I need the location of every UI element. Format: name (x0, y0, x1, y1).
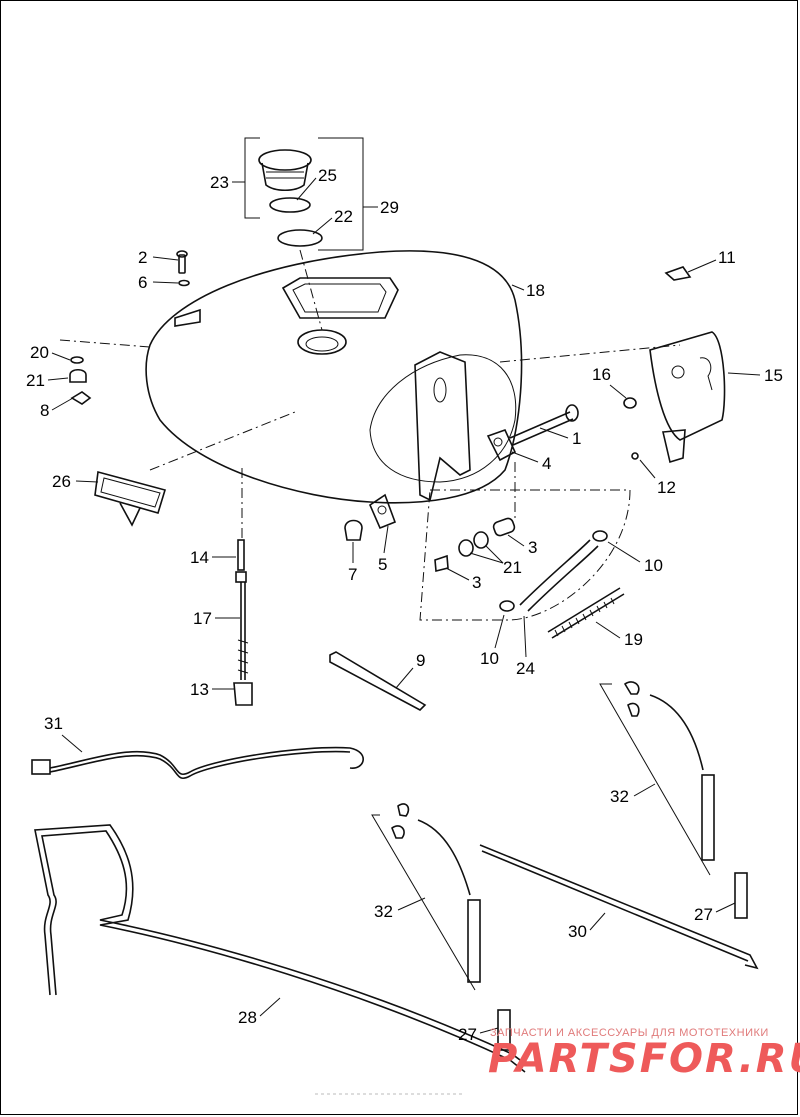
vent-hose (499, 530, 608, 612)
watermark-tagline: ЗАПЧАСТИ И АКСЕССУАРЫ ДЛЯ МОТОТЕХНИКИ (490, 1027, 769, 1039)
callout-11: 11 (718, 248, 736, 267)
watermark: ЗАПЧАСТИ И АКСЕССУАРЫ ДЛЯ МОТОТЕХНИКИ PA… (488, 1027, 800, 1082)
callout-19: 19 (624, 630, 643, 649)
callout-21b: 21 (503, 558, 522, 577)
callout-13: 13 (190, 680, 209, 699)
mount-brackets (344, 429, 517, 541)
grommet-stack (69, 356, 92, 405)
callouts: 2 6 23 25 22 29 18 11 15 16 12 20 21 8 2… (26, 166, 783, 1044)
callout-9: 9 (416, 651, 425, 670)
hose-kit-left (371, 803, 511, 1051)
callout-3a: 3 (528, 538, 537, 557)
fuel-line-right (479, 844, 759, 970)
callout-28: 28 (238, 1008, 257, 1027)
callout-30: 30 (568, 922, 587, 941)
callout-31: 31 (44, 714, 63, 733)
callout-14: 14 (190, 548, 209, 567)
callout-7: 7 (348, 565, 357, 584)
wire-harness (31, 746, 364, 779)
callout-4: 4 (542, 454, 551, 473)
callout-3b: 3 (472, 573, 481, 592)
callout-21a: 21 (26, 371, 45, 390)
tank-emblem (94, 470, 167, 527)
spacers-and-grommets (434, 517, 516, 573)
callout-2: 2 (138, 248, 147, 267)
clip (664, 266, 692, 281)
callout-1: 1 (572, 429, 581, 448)
callout-10b: 10 (480, 649, 499, 668)
fuel-line-long (34, 824, 529, 1073)
watermark-logo: PARTSFOR.RU (488, 1036, 800, 1082)
bolt-and-washer (176, 250, 190, 287)
filler-cap-assembly (244, 137, 364, 331)
fuel-tank (145, 250, 523, 504)
callout-20: 20 (30, 343, 49, 362)
callout-25: 25 (318, 166, 337, 185)
mount-bolt (509, 404, 579, 446)
callout-29: 29 (380, 198, 399, 217)
callout-17: 17 (193, 609, 212, 628)
callout-22: 22 (334, 207, 353, 226)
fuel-sender (233, 539, 253, 706)
callout-12: 12 (657, 478, 676, 497)
callout-5: 5 (378, 555, 387, 574)
callout-23: 23 (210, 173, 229, 192)
callout-6: 6 (138, 273, 147, 292)
callout-32a: 32 (610, 787, 629, 806)
hose-kit-right (599, 681, 748, 919)
heat-shield (623, 331, 726, 464)
callout-24: 24 (516, 659, 535, 678)
callout-26: 26 (52, 472, 71, 491)
callout-16: 16 (592, 365, 611, 384)
callout-32b: 32 (374, 902, 393, 921)
assembly-lines (59, 339, 681, 621)
callout-18: 18 (526, 281, 545, 300)
callout-10a: 10 (644, 556, 663, 575)
wedge-strip (329, 651, 427, 711)
callout-8: 8 (40, 401, 49, 420)
hose-spring (547, 587, 625, 639)
callout-27a: 27 (694, 905, 713, 924)
callout-27b: 27 (458, 1025, 477, 1044)
callout-15: 15 (764, 366, 783, 385)
